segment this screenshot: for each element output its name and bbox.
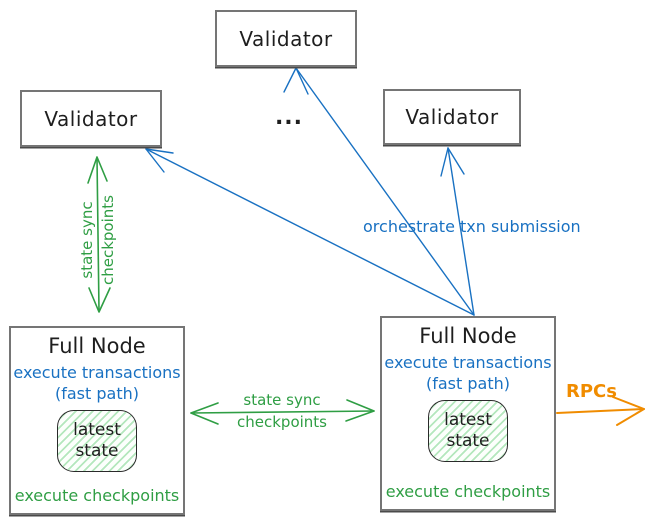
fullnode-execute-checkpoints: execute checkpoints xyxy=(385,482,551,501)
validator-label: Validator xyxy=(239,26,333,51)
label-line: state sync xyxy=(243,391,321,409)
latest-state-line2: state xyxy=(75,441,119,461)
validator-label: Validator xyxy=(44,106,138,131)
fast-path-line: (fast path) xyxy=(55,384,139,403)
label-line: checkpoints xyxy=(99,195,117,285)
fast-path-line: (fast path) xyxy=(426,374,510,393)
latest-state-box: latest state xyxy=(57,410,137,472)
fullnode-execute-transactions: execute transactions (fast path) xyxy=(13,362,180,404)
execute-transactions-line: execute transactions xyxy=(384,353,552,372)
validator-box-right: Validator xyxy=(383,89,521,145)
validator-label: Validator xyxy=(405,105,499,129)
label-state-sync-horizontal: state sync checkpoints xyxy=(207,389,357,433)
fullnode-title: Full Node xyxy=(419,324,517,348)
latest-state-line1: latest xyxy=(73,420,121,440)
label-line: state sync xyxy=(78,201,96,279)
label-rpcs: RPCs xyxy=(566,381,617,402)
fullnode-box-left: Full Node execute transactions (fast pat… xyxy=(9,326,185,515)
fullnode-title: Full Node xyxy=(48,334,146,358)
fullnode-execute-transactions: execute transactions (fast path) xyxy=(384,352,551,394)
latest-state-line1: latest xyxy=(444,410,492,430)
label-state-sync-vertical: state sync checkpoints xyxy=(77,160,119,320)
label-line: checkpoints xyxy=(237,413,327,431)
validators-ellipsis: ... xyxy=(274,105,304,130)
validator-box-top: Validator xyxy=(215,10,357,67)
latest-state-line2: state xyxy=(446,431,490,451)
fullnode-execute-checkpoints: execute checkpoints xyxy=(14,486,180,505)
execute-transactions-line: execute transactions xyxy=(13,363,181,382)
label-orchestrate-txn-submission: orchestrate txn submission xyxy=(363,217,581,236)
latest-state-box: latest state xyxy=(428,400,508,462)
fullnode-box-right: Full Node execute transactions (fast pat… xyxy=(380,316,556,511)
validator-box-left: Validator xyxy=(20,90,162,147)
